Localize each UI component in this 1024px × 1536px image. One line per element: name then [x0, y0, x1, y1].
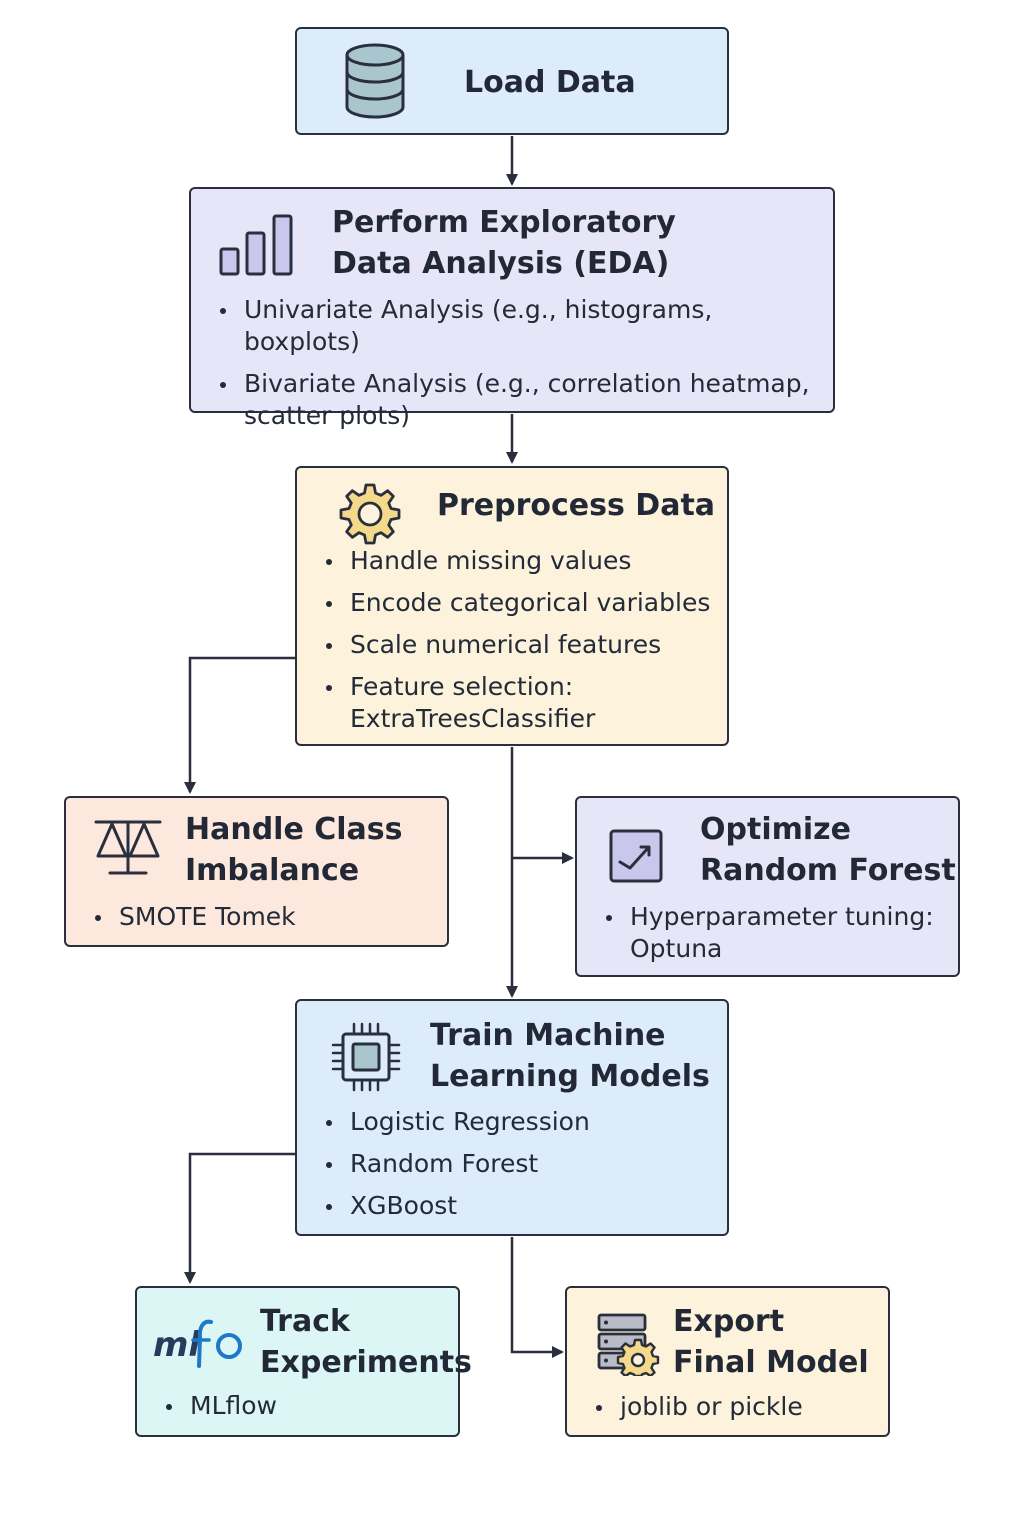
node-preprocess-items: Handle missing values Encode categorical…: [317, 545, 717, 745]
node-eda-title: Perform Exploratory Data Analysis (EDA): [332, 205, 676, 281]
list-item: Logistic Regression: [317, 1106, 717, 1138]
node-class-imbalance: Handle Class Imbalance SMOTE Tomek: [64, 796, 449, 947]
list-item: Scale numerical features: [317, 629, 717, 661]
list-item: Encode categorical variables: [317, 587, 717, 619]
node-eda-items: Univariate Analysis (e.g., histograms, b…: [211, 294, 821, 442]
cpu-chip-icon: [331, 1022, 401, 1092]
list-item: joblib or pickle: [587, 1391, 877, 1423]
list-item: Handle missing values: [317, 545, 717, 577]
list-item: MLflow: [157, 1390, 447, 1422]
node-preprocess-title: Preprocess Data: [437, 488, 716, 523]
edge-preprocess-to-imbalance: [184, 656, 295, 794]
node-track-title: Track Experiments: [260, 1304, 472, 1380]
list-item: Univariate Analysis (e.g., histograms, b…: [211, 294, 821, 358]
mlflow-logo-icon: ml: [153, 1316, 249, 1372]
node-track-experiments: ml Track Experiments MLflow: [135, 1286, 472, 1437]
node-preprocess: Preprocess Data Handle missing values En…: [295, 466, 729, 746]
list-item: Random Forest: [317, 1148, 717, 1180]
node-eda: Perform Exploratory Data Analysis (EDA) …: [189, 187, 835, 430]
edge-train-to-export: [510, 1237, 564, 1358]
node-optimize-items: Hyperparameter tuning: Optuna: [597, 901, 937, 975]
server-gear-icon: [597, 1313, 660, 1376]
list-item: Bivariate Analysis (e.g., correlation he…: [211, 368, 821, 432]
node-train-items: Logistic Regression Random Forest XGBoos…: [317, 1106, 717, 1232]
node-class-imbalance-title: Handle Class Imbalance: [185, 812, 403, 888]
node-load-data: Load Data: [295, 27, 729, 135]
bar-chart-icon: [219, 214, 293, 276]
node-train-models: Train Machine Learning Models Logistic R…: [295, 999, 729, 1236]
node-optimize-title: Optimize Random Forest: [700, 812, 956, 888]
svg-text:ml: ml: [153, 1325, 201, 1365]
list-item: Feature selection: ExtraTreesClassifier: [317, 671, 600, 735]
balance-icon: [94, 820, 162, 875]
checkbox-chart-icon: [609, 829, 663, 883]
node-export-title: Export Final Model: [673, 1304, 869, 1380]
node-load-data-title: Load Data: [464, 65, 636, 100]
list-item: SMOTE Tomek: [86, 901, 426, 933]
node-export-final-model: Export Final Model joblib or pickle: [565, 1286, 890, 1437]
edge-train-to-track: [184, 1152, 295, 1284]
node-optimize-random-forest: Optimize Random Forest Hyperparameter tu…: [575, 796, 960, 977]
database-icon: [345, 43, 405, 119]
node-track-items: MLflow: [157, 1390, 447, 1432]
node-train-title: Train Machine Learning Models: [430, 1018, 710, 1094]
list-item: Hyperparameter tuning: Optuna: [597, 901, 937, 965]
node-export-items: joblib or pickle: [587, 1391, 877, 1433]
list-item: XGBoost: [317, 1190, 717, 1222]
node-class-imbalance-items: SMOTE Tomek: [86, 901, 426, 943]
gear-icon: [339, 483, 401, 545]
